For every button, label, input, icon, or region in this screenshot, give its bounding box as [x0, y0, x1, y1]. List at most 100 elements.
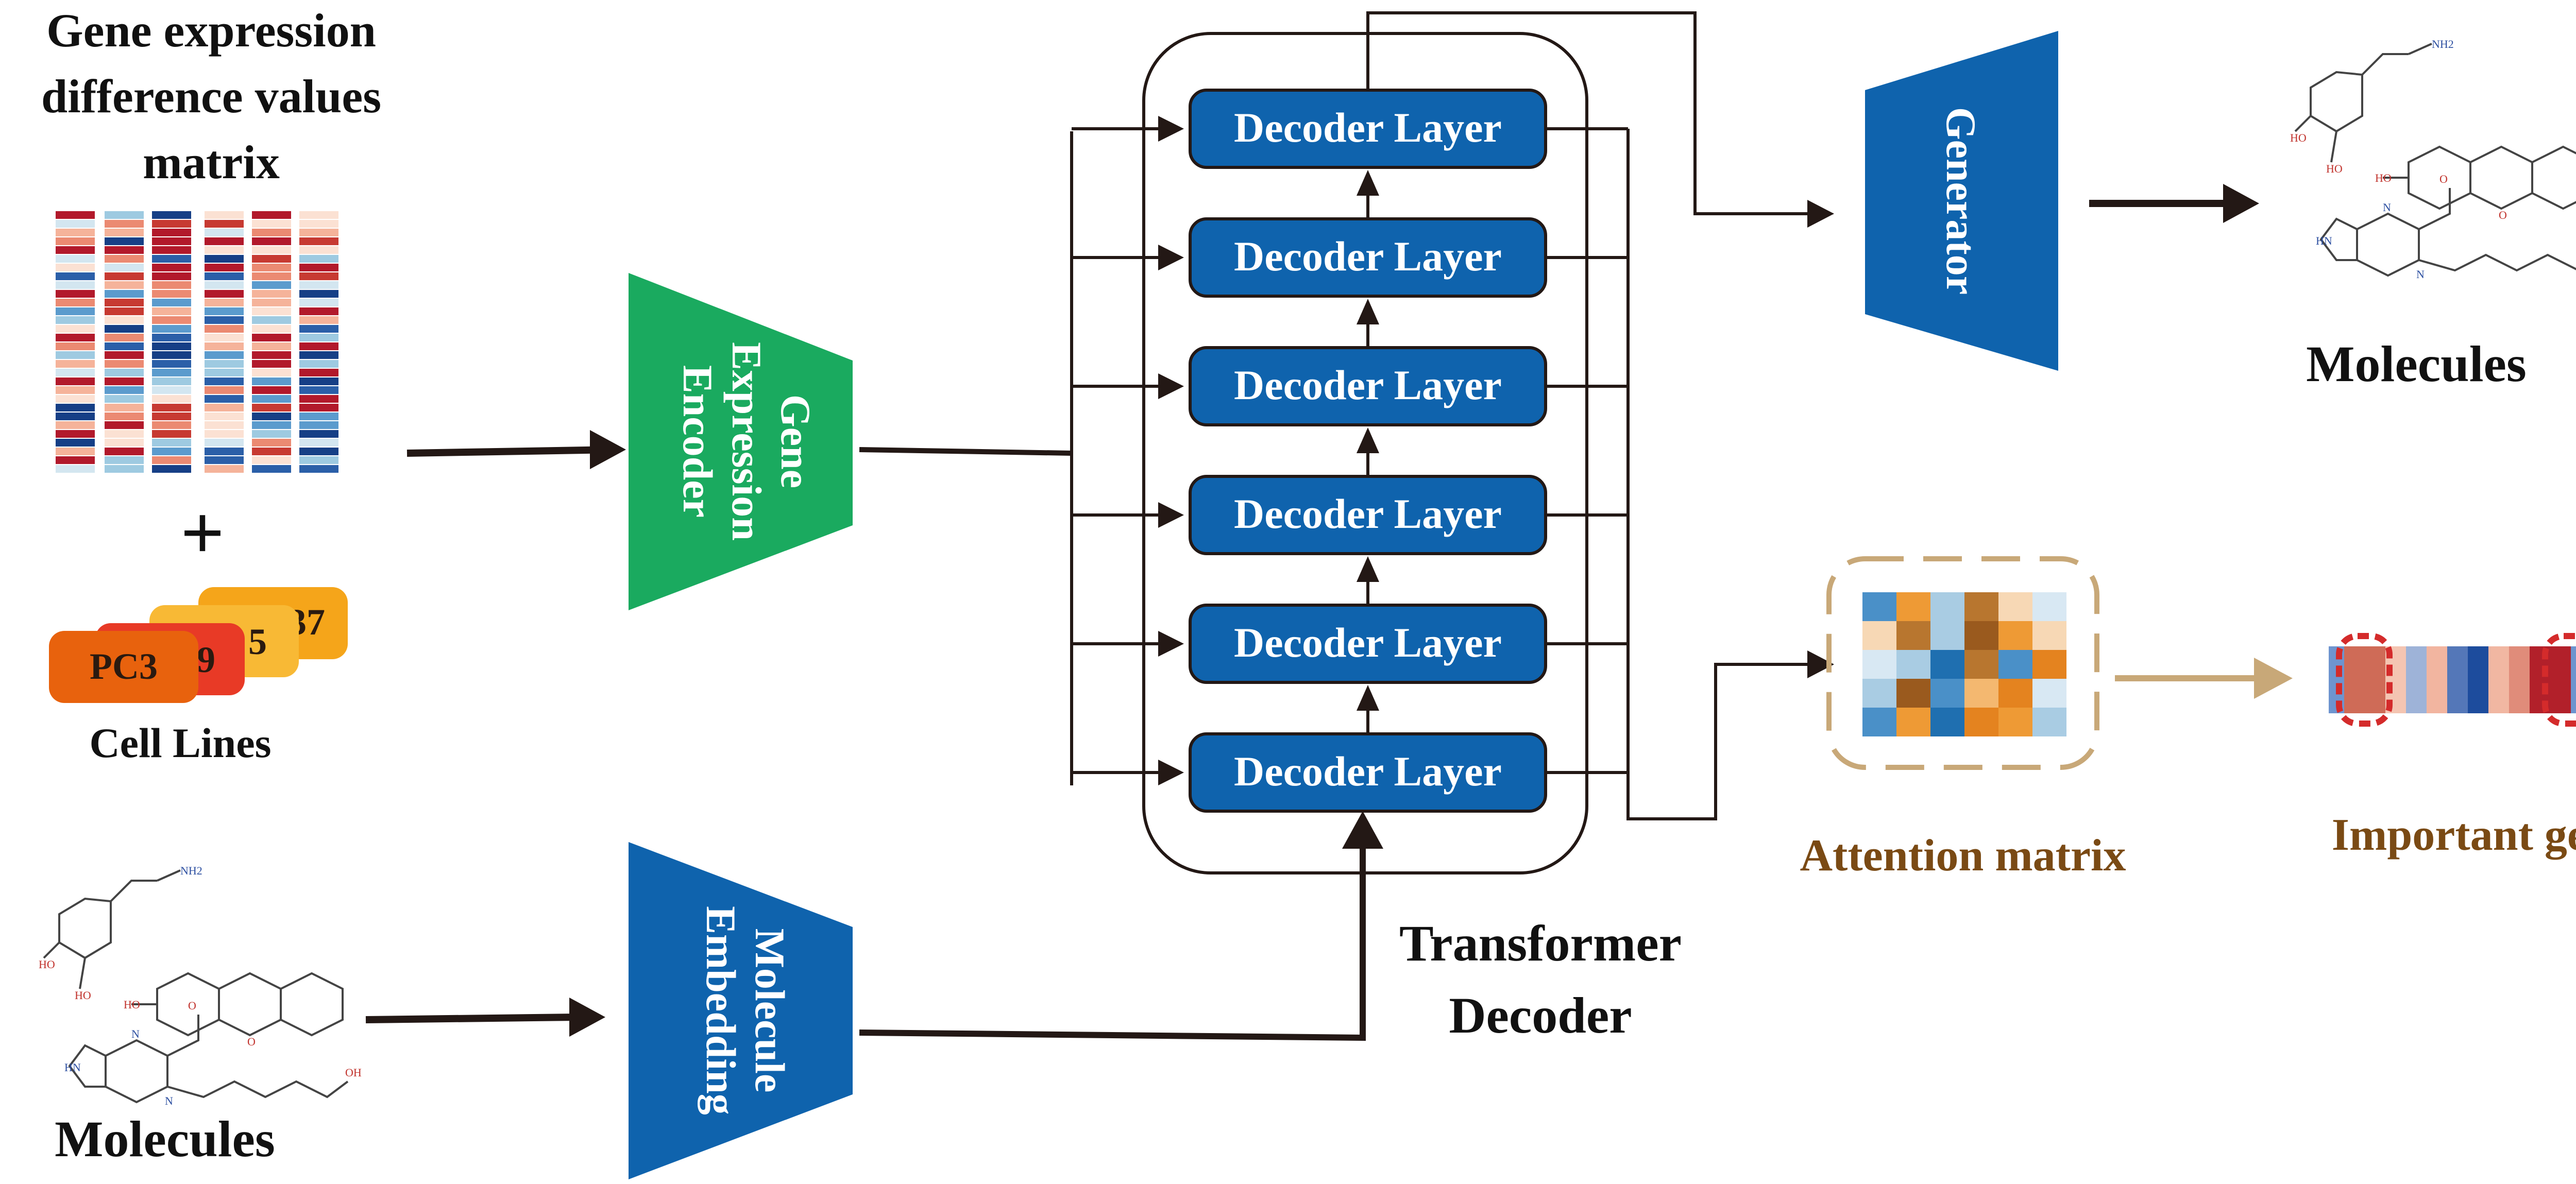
gene-matrix-cell [56, 448, 95, 455]
gene-matrix-cell [299, 439, 338, 447]
atom-label: N [165, 1094, 173, 1107]
gene-matrix-cell [152, 413, 191, 420]
gene-matrix-cell [105, 377, 144, 385]
gene-matrix-cell [105, 342, 144, 350]
decoder-layer-block: Decoder Layer [1189, 346, 1547, 426]
gene-matrix-cell [105, 413, 144, 420]
gene-matrix-cell [299, 413, 338, 420]
gene-cell [2447, 646, 2468, 713]
gene-matrix-cell [56, 456, 95, 464]
gene-matrix-cell [56, 439, 95, 447]
decoder-layer-label: Decoder Layer [1234, 233, 1502, 280]
gene-matrix-cell [105, 448, 144, 455]
gene-matrix-cell [105, 272, 144, 280]
transformer-decoder-title-line2: Decoder [1449, 987, 1632, 1044]
atom-label: O [2499, 209, 2507, 221]
attention-cell [2032, 650, 2066, 679]
gene-matrix-cell [105, 456, 144, 464]
cell-line-tag: 5 [248, 621, 267, 662]
gene-matrix-cell [152, 220, 191, 228]
decoder-layer-label: Decoder Layer [1234, 490, 1502, 537]
gene-matrix-cell [152, 325, 191, 333]
gene-matrix-cell [299, 360, 338, 368]
attention-cell [1862, 650, 1896, 679]
gene-matrix-cell [152, 281, 191, 289]
gene-matrix-cell [205, 211, 244, 219]
gene-matrix-cell [152, 264, 191, 271]
gene-matrix-cell [56, 377, 95, 385]
gene-matrix-cell [56, 264, 95, 271]
gene-matrix-cell [299, 237, 338, 245]
gene-matrix-cell [299, 404, 338, 411]
attention-cell [1930, 650, 1964, 679]
decoder-output-bus [1546, 127, 1630, 820]
gene-expression-encoder: Gene Expression Encoder [629, 273, 853, 610]
gene-matrix-cell [299, 334, 338, 341]
gene-matrix-cell [252, 290, 291, 298]
decoder-layer-block: Decoder Layer [1189, 217, 1547, 298]
gene-matrix-cell [56, 255, 95, 263]
embedding-trapezoid [629, 842, 853, 1179]
gene-matrix-cell [205, 255, 244, 263]
gene-matrix-cell [152, 307, 191, 315]
gene-matrix-cell [252, 246, 291, 254]
gene-matrix-cell [252, 255, 291, 263]
cell-line-tag: PC3 [90, 646, 158, 687]
arrowhead [1342, 811, 1383, 849]
gene-matrix-cell [56, 465, 95, 473]
gene-matrix-cell [152, 237, 191, 245]
encoder-label-line1: Gene [772, 394, 819, 488]
atom-label: HO [124, 998, 140, 1011]
gene-matrix-cell [105, 360, 144, 368]
arrowhead [1158, 245, 1184, 270]
gene-cell [2468, 646, 2488, 713]
decoder-layer-label: Decoder Layer [1234, 362, 1502, 408]
gene-matrix-cell [252, 211, 291, 219]
gene-matrix-cell [299, 448, 338, 455]
attention-cell [2032, 679, 2066, 708]
gene-matrix-cell [152, 386, 191, 394]
gene-matrix-cell [205, 386, 244, 394]
attention-cell [1896, 621, 1930, 650]
atom-label: O [2439, 173, 2448, 185]
gene-matrix-cell [56, 334, 95, 341]
gene-matrix-cell [56, 360, 95, 368]
gene-matrix-cell [205, 465, 244, 473]
decoder-layer-block: Decoder Layer [1189, 604, 1547, 684]
gene-matrix-cell [205, 369, 244, 376]
gene-matrix-cell [205, 413, 244, 420]
embedding-label-line1: Molecule [747, 929, 793, 1093]
attention-cell [1964, 621, 1998, 650]
encoder-to-layers-arrows [1072, 116, 1184, 785]
arrow-matrix-to-encoder [406, 446, 616, 457]
gene-matrix-cell [56, 220, 95, 228]
gene-matrix-cell [252, 404, 291, 411]
decoder-layer-label: Decoder Layer [1234, 748, 1502, 795]
arrowhead [590, 430, 626, 469]
gene-matrix-cell [299, 255, 338, 263]
gene-matrix-cell [105, 237, 144, 245]
gene-matrix-cell [205, 456, 244, 464]
arrowhead [569, 998, 605, 1037]
arrowhead [1357, 685, 1379, 711]
gene-matrix-cell [252, 281, 291, 289]
embedding-label-line2: Embedding [698, 906, 744, 1115]
gene-matrix-cell [299, 246, 338, 254]
gene-matrix-cell [252, 325, 291, 333]
decoder-inter-layer-arrows [1357, 170, 1379, 734]
attention-cell [1998, 592, 2032, 621]
atom-label: N [2416, 268, 2425, 281]
gene-matrix-cell [56, 325, 95, 333]
gene-matrix-cell [56, 430, 95, 438]
gene-matrix-cell [205, 246, 244, 254]
gene-matrix-cell [205, 395, 244, 403]
gene-matrix-cell [205, 377, 244, 385]
attention-cell [1896, 592, 1930, 621]
gene-matrix-cell [205, 237, 244, 245]
arrowhead [1807, 650, 1834, 678]
gene-matrix-cell [56, 386, 95, 394]
decoder-layer-block: Decoder Layer [1189, 89, 1547, 169]
gene-matrix-cell [105, 211, 144, 219]
gene-matrix-cell [56, 211, 95, 219]
